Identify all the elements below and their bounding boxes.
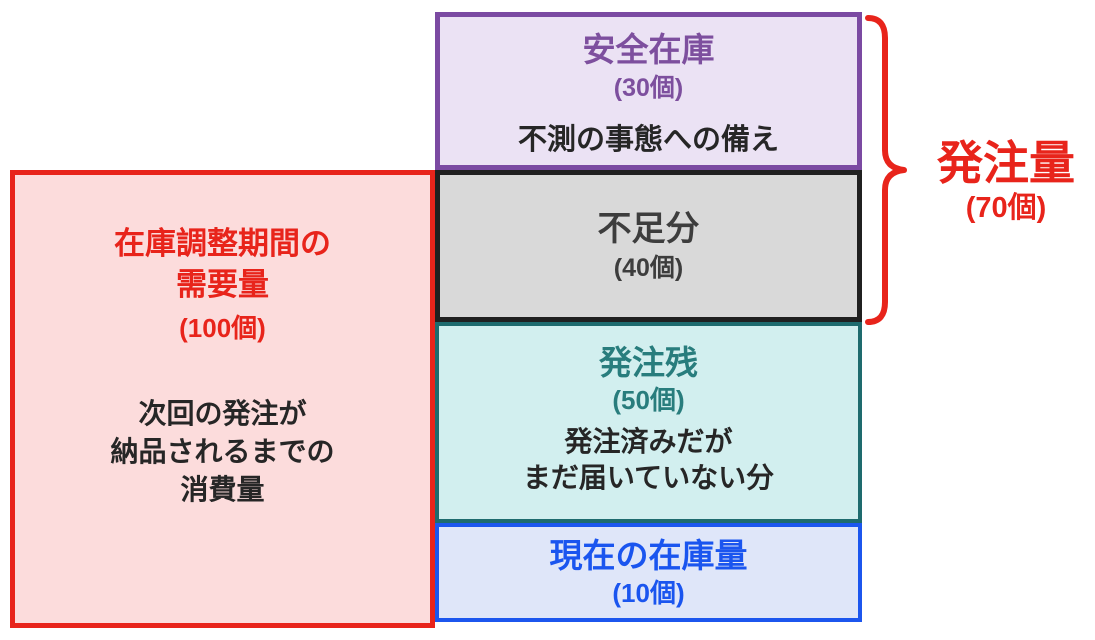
order-quantity-title: 発注量	[937, 137, 1075, 189]
demand-box: 在庫調整期間の 需要量 (100個) 次回の発注が 納品されるまでの 消費量	[10, 170, 435, 628]
shortage-box: 不足分 (40個)	[435, 170, 862, 322]
safety-stock-box: 安全在庫 (30個) 不測の事態への備え	[435, 12, 862, 170]
current-stock-box: 現在の在庫量 (10個)	[435, 523, 862, 622]
safety-stock-title: 安全在庫	[582, 31, 715, 68]
current-stock-title: 現在の在庫量	[549, 536, 748, 574]
demand-box-quantity: (100個)	[179, 313, 266, 343]
safety-stock-description: 不測の事態への備え	[517, 124, 779, 156]
order-quantity-label: 発注量 (70個)	[920, 136, 1092, 226]
shortage-quantity: (40個)	[613, 254, 684, 282]
backorder-box: 発注残 (50個) 発注済みだが まだ届いていない分	[435, 322, 862, 523]
shortage-title: 不足分	[597, 210, 700, 248]
safety-stock-quantity: (30個)	[613, 74, 684, 102]
current-stock-quantity: (10個)	[612, 577, 685, 608]
demand-box-title: 在庫調整期間の 需要量	[114, 226, 331, 302]
order-quantity-value: (70個)	[965, 192, 1047, 224]
backorder-quantity: (50個)	[612, 385, 685, 415]
order-quantity-brace-icon	[865, 15, 907, 325]
demand-box-description: 次回の発注が 納品されるまでの 消費量	[110, 398, 335, 505]
backorder-description: 発注済みだが まだ届いていない分	[522, 426, 775, 493]
backorder-title: 発注残	[599, 344, 698, 381]
